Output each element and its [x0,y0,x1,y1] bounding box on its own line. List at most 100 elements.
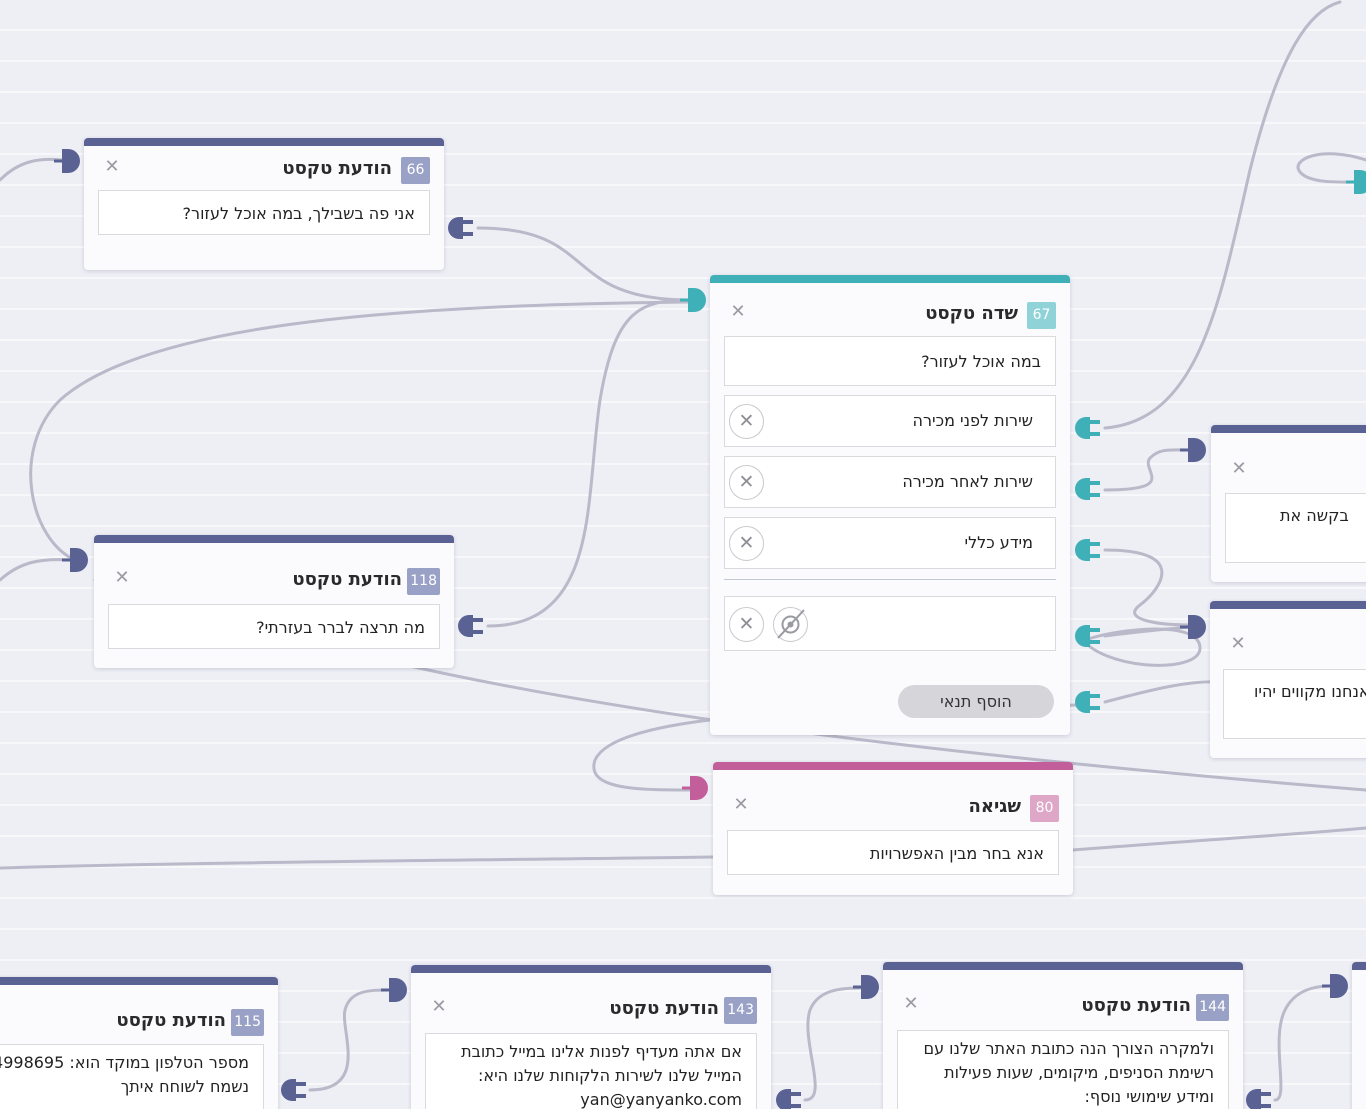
wire-80-to-left [0,855,714,870]
node-header: 118 הודעת טקסט ✕ [94,543,454,604]
node-header: 115 הודעת טקסט [0,985,278,1044]
close-icon[interactable]: ✕ [114,567,130,588]
node-header-bar [713,762,1073,770]
wire-left-to-66 [0,157,64,182]
close-icon[interactable]: ✕ [903,993,919,1014]
node-id-badge: 115 [231,1009,264,1036]
message-field[interactable]: בקשה את [1225,493,1366,563]
wire-144-to-right [1273,984,1332,1102]
wire-80-to-right [1071,826,1366,852]
choice-item[interactable]: שירות לאחר מכירה ✕ [724,456,1056,508]
socket-connector-icon[interactable] [54,149,80,173]
choice-item[interactable]: שירות לפני מכירה ✕ [724,395,1056,447]
close-icon[interactable]: ✕ [1230,633,1246,654]
node-header-bar [1352,962,1366,970]
close-icon[interactable]: ✕ [104,156,120,177]
message-field[interactable]: אני פה בשבילך, במה אוכל לעזור? [98,190,430,235]
node-header-bar [883,962,1243,970]
plug-connector-icon[interactable] [1075,539,1100,561]
node-id-badge: 80 [1030,795,1059,822]
socket-connector-icon[interactable] [1322,974,1348,998]
node-header: 144 הודעת טקסט ✕ [883,970,1243,1030]
node-header: 80 שגיאה ✕ [713,770,1073,830]
node-header-bar [1210,601,1366,609]
node-header-bar [710,275,1070,283]
socket-connector-icon[interactable] [853,975,879,999]
node-title: שדה טקסט [925,303,1018,324]
node-header-bar [84,138,444,146]
question-field[interactable]: במה אוכל לעזור? [724,336,1056,386]
plug-connector-icon[interactable] [281,1079,306,1101]
choice-item[interactable]: מידע כללי ✕ [724,517,1056,569]
socket-connector-icon[interactable] [682,776,708,800]
choice-label: מידע כללי [964,533,1033,552]
close-icon[interactable]: ✕ [729,404,764,439]
plug-connector-icon[interactable] [1075,417,1100,439]
node-header: ✕ [1210,609,1366,669]
message-field[interactable]: מספר הטלפון במוקד הוא: 0544998695. נשמח … [0,1044,264,1109]
close-icon[interactable]: ✕ [730,301,746,322]
node-header: 66 הודעת טקסט ✕ [84,146,444,190]
node-header: ✕ [1211,433,1366,493]
message-field[interactable]: אנחנו מקווים יהיו [1223,669,1366,739]
choice-label: שירות לפני מכירה [912,411,1033,430]
node-67[interactable]: 67 שדה טקסט ✕ במה אוכל לעזור? שירות לפני… [710,275,1070,735]
node-id-badge: 118 [407,568,440,595]
plug-connector-icon[interactable] [458,615,483,637]
message-field[interactable]: ולמקרה הצורך הנה כתובת האתר שלנו עם רשימ… [897,1030,1229,1109]
node-id-badge: 67 [1027,302,1056,329]
close-icon[interactable]: ✕ [733,794,749,815]
node-title: שגיאה [968,796,1021,817]
message-text: אנחנו מקווים יהיו [1254,682,1366,701]
socket-connector-icon[interactable] [1180,615,1206,639]
wire-115-to-143 [308,988,392,1092]
node-header-bar [94,535,454,543]
node-right-c[interactable] [1352,962,1366,1109]
wire-118-to-67 [486,298,692,628]
choices-divider [724,579,1056,580]
socket-connector-icon[interactable] [62,548,88,572]
node-66[interactable]: 66 הודעת טקסט ✕ אני פה בשבילך, במה אוכל … [84,138,444,270]
close-icon[interactable]: ✕ [431,996,447,1017]
wire-left-to-118 [0,558,74,582]
close-icon[interactable]: ✕ [729,526,764,561]
wire-143-to-144 [803,986,862,1102]
wire-67-loop-to-118 [29,300,692,562]
message-field[interactable]: אם אתה מעדיף לפנות אלינו במייל כתובת המי… [425,1033,757,1109]
no-condition-icon[interactable] [773,607,808,642]
plug-connector-icon[interactable] [1246,1089,1271,1109]
node-144[interactable]: 144 הודעת טקסט ✕ ולמקרה הצורך הנה כתובת … [883,962,1243,1109]
close-icon[interactable]: ✕ [729,465,764,500]
plug-connector-icon[interactable] [1075,625,1100,647]
wire-67-choice3 [1103,548,1192,627]
plug-connector-icon[interactable] [1075,691,1100,713]
no-condition-item[interactable]: ✕ [724,596,1056,651]
message-field[interactable]: מה תרצה לברר בעזרתי? [108,604,440,649]
node-115[interactable]: 115 הודעת טקסט מספר הטלפון במוקד הוא: 05… [0,977,278,1109]
plug-connector-icon[interactable] [448,217,473,239]
plug-connector-icon[interactable] [776,1089,801,1109]
node-right-a[interactable]: ✕ בקשה את [1211,425,1366,582]
node-header-bar [411,965,771,973]
node-id-badge: 143 [724,997,757,1024]
wire-66-to-67 [476,226,692,302]
plug-connector-icon[interactable] [1075,478,1100,500]
node-143[interactable]: 143 הודעת טקסט ✕ אם אתה מעדיף לפנות אלינ… [411,965,771,1109]
message-field[interactable]: אנא בחר מבין האפשרויות [727,830,1059,875]
node-right-b[interactable]: ✕ אנחנו מקווים יהיו [1210,601,1366,758]
node-80[interactable]: 80 שגיאה ✕ אנא בחר מבין האפשרויות [713,762,1073,895]
wire-right-top-loop [1296,152,1366,184]
message-text: בקשה את [1280,506,1349,525]
wire-67-choice2 [1103,448,1192,492]
socket-connector-icon[interactable] [1346,170,1366,194]
socket-connector-icon[interactable] [1180,438,1206,462]
wire-67-addcond [1103,680,1222,704]
node-id-badge: 144 [1196,994,1229,1021]
add-condition-button[interactable]: הוסף תנאי [898,685,1054,718]
socket-connector-icon[interactable] [381,978,407,1002]
close-icon[interactable]: ✕ [1231,458,1247,479]
close-icon[interactable]: ✕ [729,607,764,642]
socket-connector-icon[interactable] [680,288,706,312]
node-118[interactable]: 118 הודעת טקסט ✕ מה תרצה לברר בעזרתי? [94,535,454,668]
